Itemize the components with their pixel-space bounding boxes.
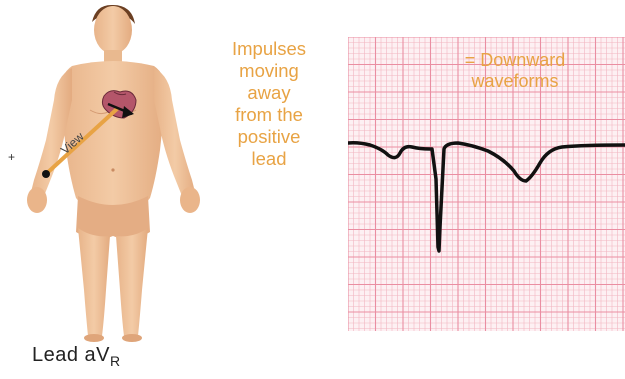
positive-marker: + xyxy=(8,150,15,164)
impulse-line: away xyxy=(205,82,333,104)
left-hand xyxy=(180,187,200,213)
right-foot xyxy=(84,334,104,342)
head xyxy=(94,6,132,54)
ecg-note: = Downward waveforms xyxy=(425,50,605,92)
body-figure: View xyxy=(0,0,220,374)
impulse-line: Impulses xyxy=(205,38,333,60)
ecg-note-line: = Downward xyxy=(425,50,605,71)
left-leg xyxy=(116,228,148,336)
right-leg xyxy=(78,228,110,336)
impulse-line: positive xyxy=(205,126,333,148)
impulse-line: lead xyxy=(205,148,333,170)
impulse-line: moving xyxy=(205,60,333,82)
lead-label-main: Lead aV xyxy=(32,344,110,366)
ecg-note-line: waveforms xyxy=(425,71,605,92)
impulse-line: from the xyxy=(205,104,333,126)
right-hand xyxy=(27,187,47,213)
lead-label: Lead aVR xyxy=(32,344,121,369)
left-foot xyxy=(122,334,142,342)
positive-electrode xyxy=(42,170,50,178)
body-illustration: View xyxy=(0,0,220,374)
impulse-caption: Impulses moving away from the positive l… xyxy=(205,38,333,170)
lead-label-sub: R xyxy=(110,353,121,369)
